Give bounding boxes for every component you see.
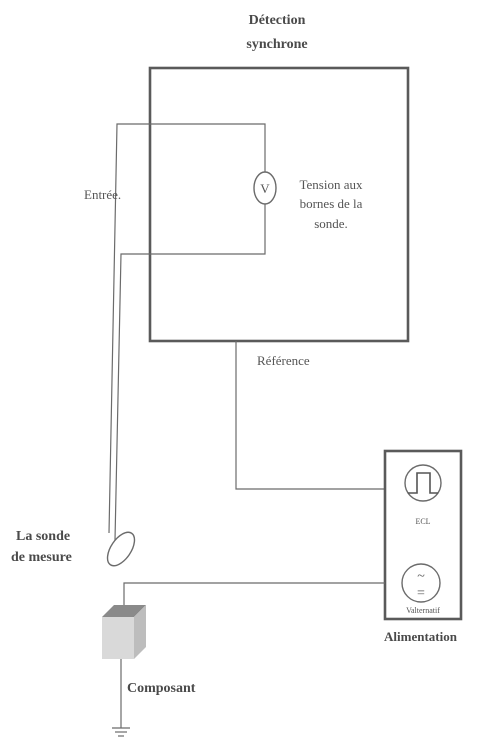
square-signal-symbol bbox=[404, 464, 442, 502]
ac-dc-switch-symbol bbox=[401, 563, 441, 603]
voltmeter-label: V bbox=[260, 181, 270, 196]
voltage-label-line3: sonde. bbox=[314, 216, 348, 231]
probe-label-line2: de mesure bbox=[11, 550, 72, 565]
input-label: Entrée. bbox=[84, 187, 121, 202]
detection-title-line1: Détection bbox=[249, 13, 306, 28]
voltage-label-line2: bornes de la bbox=[300, 196, 363, 211]
synchronous-detection-box bbox=[148, 66, 410, 343]
ecl-label: ECL bbox=[415, 517, 430, 526]
probe-wire-outer bbox=[108, 123, 266, 534]
component-label: Composant bbox=[127, 681, 196, 696]
switch-label: Valternatif bbox=[406, 606, 440, 615]
dc-symbol: = bbox=[417, 586, 425, 601]
power-supply-title: Alimentation bbox=[384, 629, 458, 644]
measuring-probe bbox=[106, 531, 136, 567]
power-supply-box bbox=[383, 449, 463, 621]
ground-icon bbox=[112, 727, 130, 737]
component-block bbox=[102, 605, 146, 659]
detection-title-line2: synchrone bbox=[246, 37, 307, 52]
square-pulse-icon bbox=[408, 472, 438, 494]
voltmeter-symbol bbox=[253, 171, 277, 205]
reference-wire bbox=[235, 341, 385, 490]
probe-label-line1: La sonde bbox=[16, 529, 70, 544]
probe-wire-inner bbox=[114, 204, 266, 541]
supply-to-component-wire bbox=[123, 582, 385, 607]
voltage-label-line1: Tension aux bbox=[300, 177, 363, 192]
ac-symbol: ~ bbox=[417, 569, 425, 584]
reference-label: Référence bbox=[257, 353, 310, 368]
